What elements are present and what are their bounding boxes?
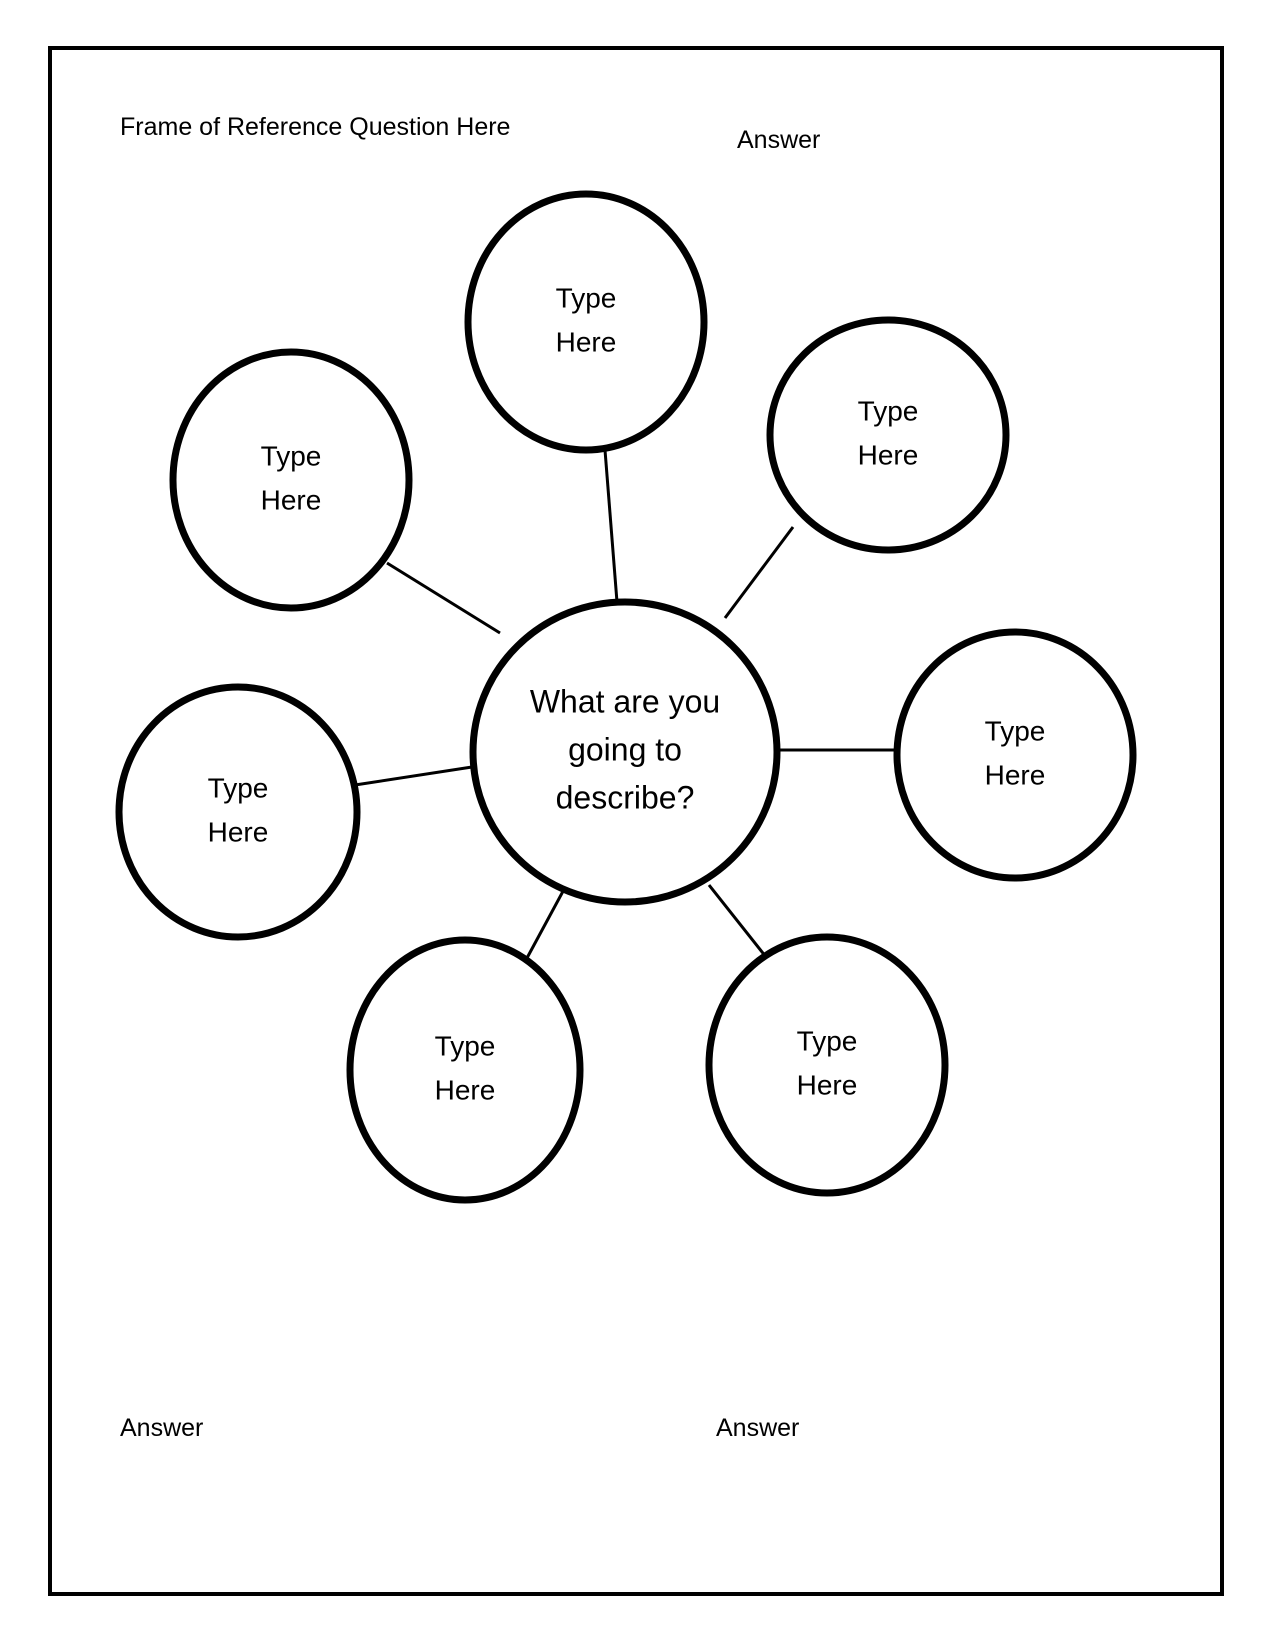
answer-label-bottom-left: Answer: [120, 1414, 204, 1442]
connectors-layer: [354, 449, 897, 963]
bubble-top-right-outline: [766, 316, 1010, 554]
bubble-top-outline: [464, 190, 708, 454]
spoke-bottom-left: [525, 881, 570, 959]
bubble-top-left-label-line-1: Type: [261, 440, 322, 471]
bubble-top-left-label-line-2: Here: [261, 484, 322, 515]
bubble-top-label-line-2: Here: [556, 326, 617, 357]
center-bubble[interactable]: What are you going to describe?: [469, 598, 781, 906]
bubble-bottom-right-label-line-1: Type: [797, 1025, 858, 1056]
answer-label-bottom-right: Answer: [716, 1414, 800, 1442]
bubbles-layer: TypeHereTypeHereTypeHereTypeHereTypeHere…: [115, 190, 1137, 1204]
spoke-top-left: [386, 561, 501, 635]
bubble-bottom-right-label-line-2: Here: [797, 1069, 858, 1100]
bubble-right-label-line-2: Here: [985, 759, 1046, 790]
frame-of-reference-question-label: Frame of Reference Question Here: [120, 113, 511, 141]
bubble-top-left-outline: [169, 348, 413, 612]
bubble-right-label-line-1: Type: [985, 715, 1046, 746]
spoke-top: [603, 449, 619, 603]
bubble-bottom-right-outline: [705, 933, 949, 1197]
bubble-right-outline: [893, 628, 1137, 882]
bubble-left-outline: [115, 683, 361, 941]
center-bubble-group: What are you going to describe?: [469, 598, 781, 906]
center-bubble-label-line-1: What are you: [530, 683, 720, 719]
center-bubble-label-line-3: describe?: [556, 779, 695, 815]
center-bubble-label-line-2: going to: [568, 731, 682, 767]
center-bubble-outline: [469, 598, 781, 906]
spoke-bottom-right: [707, 884, 772, 963]
bubble-top-right-label-line-1: Type: [858, 395, 919, 426]
spoke-top-right: [723, 526, 795, 619]
bubble-top-right-label-line-2: Here: [858, 439, 919, 470]
bubble-bottom-left-label-line-2: Here: [435, 1074, 496, 1105]
bubble-left-label-line-2: Here: [208, 816, 269, 847]
bubble-bottom-left-label-line-1: Type: [435, 1030, 496, 1061]
bubble-top-label-line-1: Type: [556, 282, 617, 313]
answer-label-top: Answer: [737, 126, 821, 154]
bubble-left-label-line-1: Type: [208, 772, 269, 803]
bubble-bottom-left-outline: [346, 936, 584, 1204]
spoke-left: [354, 763, 486, 787]
